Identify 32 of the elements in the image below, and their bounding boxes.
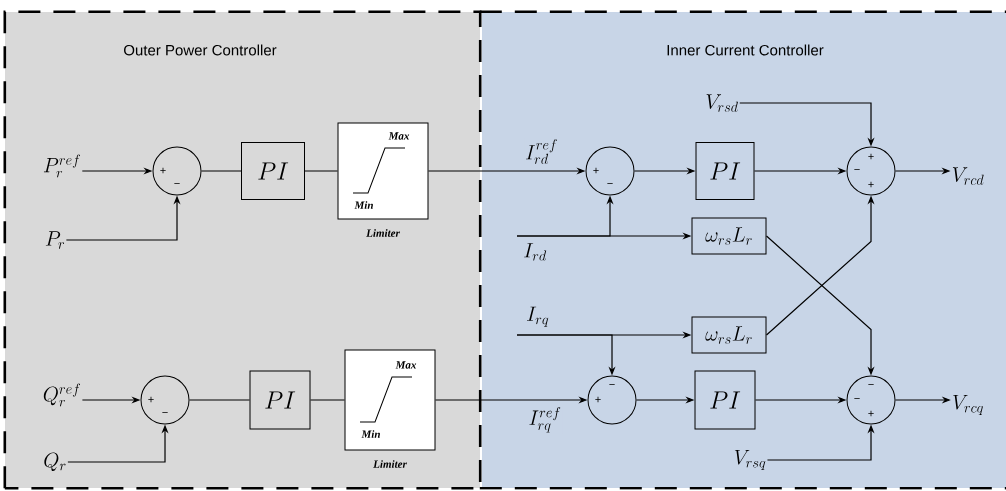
gain-block: $\omega_{rs}L_r$ [691,217,767,255]
signal-label: $V_{rcq}$ [953,394,984,416]
pi-block: $PI$ [694,370,756,430]
signal-label: $I_{rd}$ [524,243,547,261]
gain-block: $\omega_{rs}L_r$ [691,316,767,354]
signal-line [188,399,251,401]
signal-label: $V_{rcd}$ [952,167,984,185]
limiter-block: Max Min Limiter [344,349,436,468]
signal-line [309,399,346,401]
summing-junction: − − + [846,375,896,425]
pi-block: $PI$ [241,142,305,200]
signal-label: $P_r$ [45,231,65,249]
edge-label: $I_{rd}^{ref}$ [524,138,559,165]
edge-label: $I_{rq}^{ref}$ [527,406,563,434]
signal-label: $P_r^{ref}$ [43,154,80,178]
signal-label: $V_{rsd}$ [706,94,738,112]
signal-line [304,170,339,172]
summing-junction: + − [140,375,190,425]
summing-junction: + − [152,146,202,196]
node-label: Limiter [366,229,400,237]
summing-junction: + − [585,146,635,196]
signal-label: $V_{rsq}$ [734,449,766,471]
summing-junction: − + [587,375,637,425]
signal-label: $Q_r$ [44,452,66,472]
pi-block: $PI$ [249,370,311,430]
node-label: Limiter [373,460,407,468]
signal-label: $I_{rq}$ [527,306,549,327]
limiter-block: Max Min Limiter [337,122,429,237]
signal-label: $Q_r^{ref}$ [43,383,81,407]
signal-line [200,170,242,172]
summing-junction: + − + [846,146,896,196]
pi-block: $PI$ [695,142,755,200]
